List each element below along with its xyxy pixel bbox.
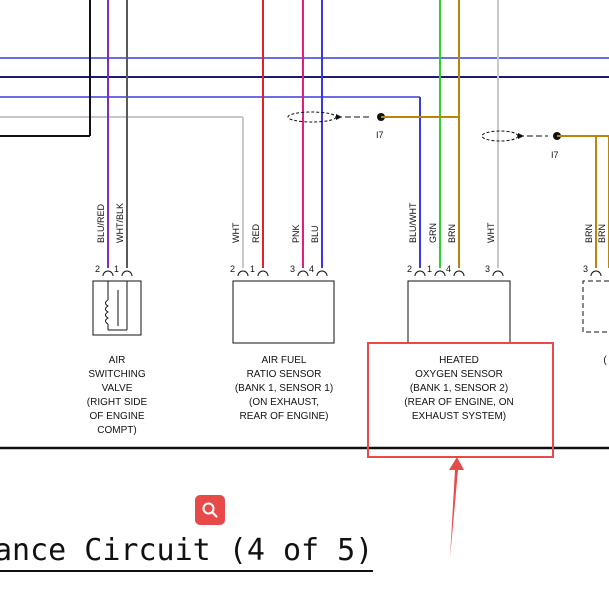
search-button[interactable] — [195, 495, 225, 525]
highlight-box — [367, 342, 554, 458]
pin-number: 4 — [446, 264, 451, 274]
component-text: OF ENGINE — [89, 411, 144, 422]
component-text: (BANK 1, SENSOR 2) — [410, 383, 508, 394]
wire-label-wht-af: WHT — [231, 222, 241, 243]
highlight-arrow — [449, 457, 464, 558]
pin-number: 3 — [290, 264, 295, 274]
connector-label-i7-b: I7 — [551, 150, 559, 160]
component-text: OXYGEN SENSOR — [415, 369, 503, 380]
pin-number: 1 — [250, 264, 255, 274]
air-switching-valve-label: AIR SWITCHING VALVE (RIGHT SIDE OF ENGIN… — [87, 355, 148, 436]
wire-label-brn-right-2: BRN — [597, 224, 607, 243]
wire-label-blu-wht: BLU/WHT — [408, 202, 418, 243]
pin-terminals — [102, 270, 602, 277]
right-partial-label: ( — [603, 355, 607, 366]
pin-number: 2 — [95, 264, 100, 274]
pin-number: 4 — [309, 264, 314, 274]
air-fuel-ratio-sensor-label: AIR FUEL RATIO SENSOR (BANK 1, SENSOR 1)… — [235, 355, 333, 422]
pin-number: 1 — [114, 264, 119, 274]
component-text: HEATED — [439, 355, 479, 366]
component-text: AIR — [109, 355, 126, 366]
component-text: EXHAUST SYSTEM) — [412, 411, 506, 422]
component-text: (ON EXHAUST, — [249, 397, 319, 408]
connector-label-i7-a: I7 — [376, 130, 384, 140]
component-text: (RIGHT SIDE — [87, 397, 148, 408]
heated-oxygen-sensor-box — [407, 280, 511, 344]
pin-number: 2 — [407, 264, 412, 274]
page-title: ance Circuit (4 of 5) — [0, 533, 374, 572]
component-text: (BANK 1, SENSOR 1) — [235, 383, 333, 394]
component-text: AIR FUEL — [261, 355, 306, 366]
wire-label-blu: BLU — [310, 225, 320, 243]
component-text: COMPT) — [97, 425, 136, 436]
pin-number: 3 — [583, 264, 588, 274]
component-text: SWITCHING — [88, 369, 145, 380]
wire-label-blu-red: BLU/RED — [96, 203, 106, 243]
search-icon — [202, 502, 218, 518]
wire-label-wht-ho2: WHT — [486, 222, 496, 243]
heated-oxygen-sensor-label: HEATED OXYGEN SENSOR (BANK 1, SENSOR 2) … — [404, 355, 513, 422]
pin-number: 2 — [230, 264, 235, 274]
shield-connector-i7-a: I7 — [287, 111, 459, 140]
component-text: RATIO SENSOR — [247, 369, 322, 380]
component-text: REAR OF ENGINE) — [240, 411, 329, 422]
wire-label-wht-blk: WHT/BLK — [115, 203, 125, 243]
wire-label-red: RED — [251, 223, 261, 243]
pin-number: 3 — [485, 264, 490, 274]
air-fuel-ratio-sensor-box — [232, 280, 335, 344]
component-text: VALVE — [102, 383, 133, 394]
shield-connector-i7-b: I7 — [481, 130, 609, 160]
wire-label-grn: GRN — [428, 223, 438, 243]
pin-number: 1 — [427, 264, 432, 274]
wire-label-brn: BRN — [447, 224, 457, 243]
wire-label-brn-right-1: BRN — [584, 224, 594, 243]
wire-label-pnk: PNK — [291, 224, 301, 243]
air-switching-valve-symbol — [92, 280, 142, 336]
right-partial-box — [582, 280, 609, 333]
component-text: (REAR OF ENGINE, ON — [404, 397, 513, 408]
